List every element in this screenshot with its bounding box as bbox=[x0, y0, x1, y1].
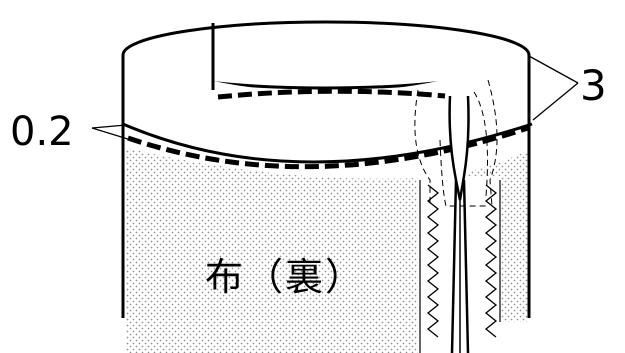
waistband-width-label: 3 bbox=[580, 61, 607, 110]
leader-width-lower bbox=[532, 82, 579, 121]
overlock-left bbox=[426, 184, 440, 338]
zipper-stitch-right bbox=[487, 79, 498, 207]
inner-stitch-line bbox=[217, 88, 446, 100]
zipper-overlap bbox=[448, 95, 470, 201]
leader-seam-lower bbox=[91, 127, 129, 140]
leader-width-upper bbox=[528, 55, 579, 84]
overlock-right bbox=[484, 184, 498, 338]
zipper-stitch-left bbox=[414, 89, 431, 206]
topstitch-line bbox=[127, 125, 529, 170]
waistband-bottom-edge bbox=[122, 122, 533, 164]
zipper-left-tape bbox=[450, 179, 458, 353]
fabric-wrong-side-area bbox=[126, 148, 455, 353]
zipper-stitch-outer bbox=[473, 91, 488, 197]
zipper-right-tape bbox=[462, 179, 470, 353]
zipper-stitch-inner bbox=[439, 139, 488, 207]
waistband-front bbox=[123, 55, 529, 160]
fabric-label: 布（裏） bbox=[205, 255, 366, 299]
seam-allowance-label: 0.2 bbox=[10, 109, 74, 155]
leader-seam-upper bbox=[91, 124, 127, 129]
